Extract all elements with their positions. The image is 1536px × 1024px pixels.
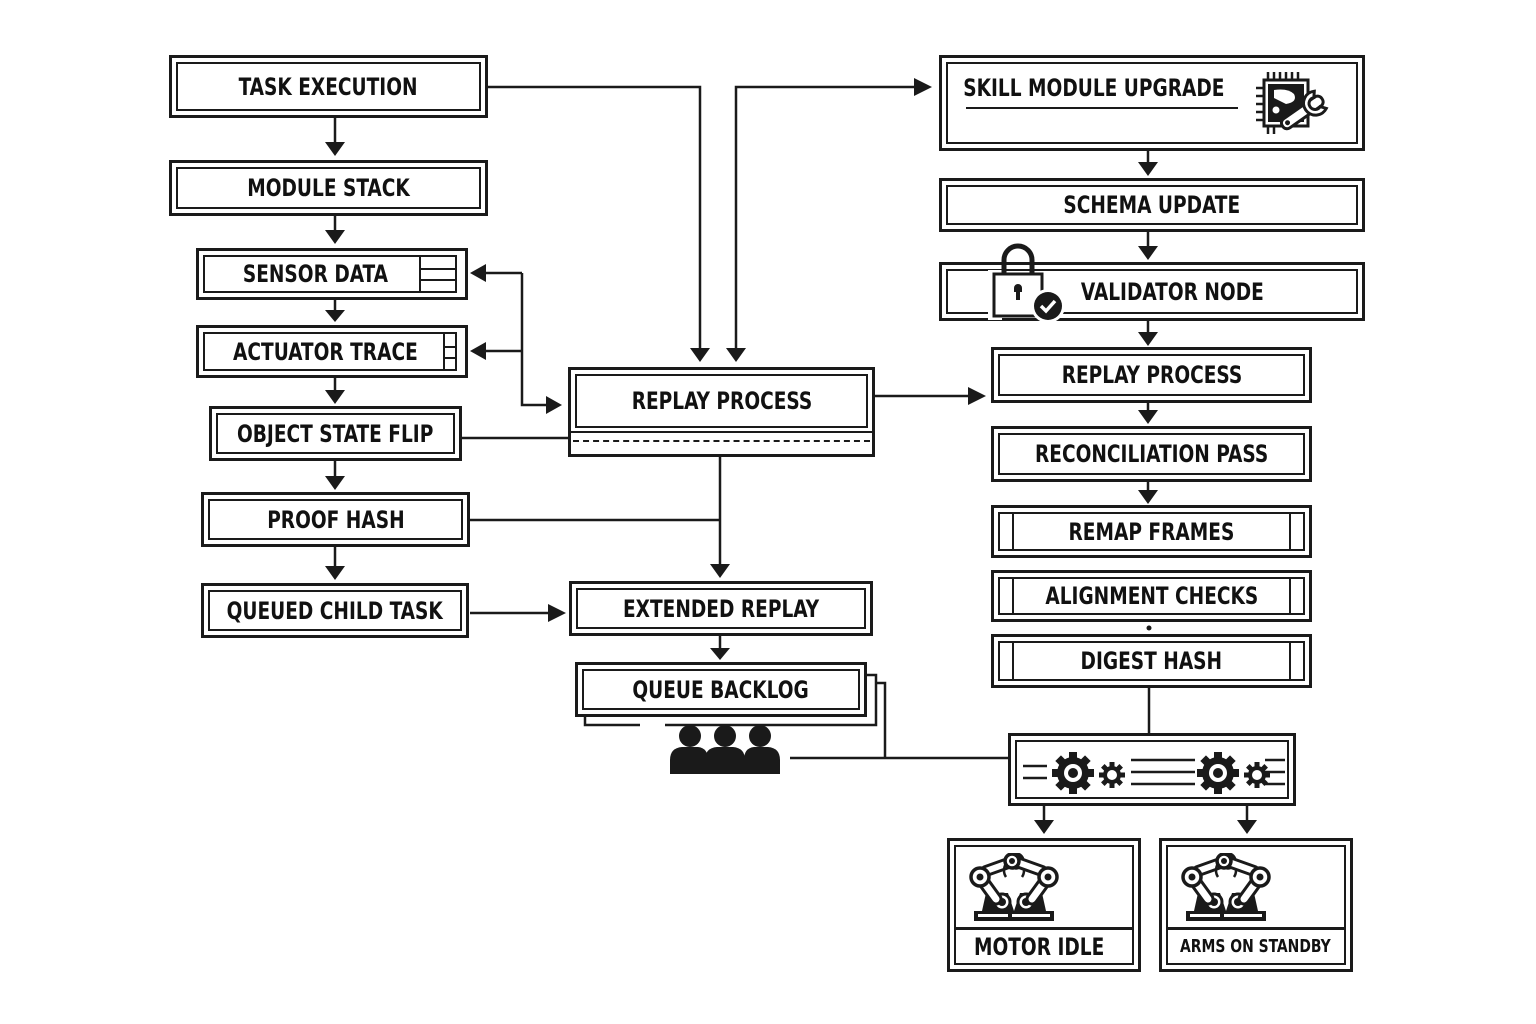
node-label: VALIDATOR NODE	[1080, 277, 1264, 306]
node-arms-on-standby[interactable]: ARMS ON STANDBY	[1159, 838, 1353, 972]
node-label: RECONCILIATION PASS	[1034, 440, 1269, 468]
title-underline	[966, 107, 1238, 109]
backlog-sheet	[876, 681, 887, 758]
arrowhead	[1237, 820, 1257, 834]
arrowhead	[1138, 162, 1158, 176]
node-label: PROOF HASH	[266, 505, 405, 534]
lock-check-icon	[988, 243, 1065, 323]
divider-line	[571, 431, 872, 433]
arrowhead	[1138, 490, 1158, 504]
node-label: ALIGNMENT CHECKS	[1045, 582, 1258, 610]
node-label: TASK EXECUTION	[239, 72, 418, 101]
node-label: ARMS ON STANDBY	[1180, 936, 1331, 957]
arrowhead	[914, 78, 932, 96]
arrowhead	[726, 348, 746, 362]
node-label: DIGEST HASH	[1080, 647, 1223, 675]
node-label: REPLAY PROCESS	[631, 387, 812, 415]
edge-bracket	[520, 273, 548, 407]
node-motor-idle[interactable]: MOTOR IDLE	[947, 838, 1141, 972]
robot-arms-icon	[1176, 853, 1346, 925]
dashed-divider	[573, 440, 870, 442]
node-label: EXTENDED REPLAY	[622, 594, 820, 623]
node-label: SCHEMA UPDATE	[1063, 191, 1241, 219]
arrowhead	[546, 396, 562, 414]
node-label: MOTOR IDLE	[974, 932, 1105, 961]
arrowhead	[968, 387, 986, 405]
robot-arms-icon	[969, 853, 1134, 925]
gears-icon	[1023, 752, 1285, 794]
node-alignment-checks[interactable]: ALIGNMENT CHECKS	[991, 570, 1312, 622]
arrowhead	[325, 476, 345, 490]
node-queue-backlog[interactable]: QUEUE BACKLOG	[575, 662, 867, 717]
arrowhead	[690, 348, 710, 362]
arrowhead	[710, 564, 730, 578]
node-sensor-data[interactable]: SENSOR DATA	[196, 248, 468, 300]
node-object-state-flip[interactable]: OBJECT STATE FLIP	[209, 406, 462, 461]
table-rows-icon	[419, 257, 455, 291]
edge-task-replay	[488, 85, 702, 352]
node-queued-child-task[interactable]: QUEUED CHILD TASK	[201, 583, 469, 638]
arrowhead	[325, 310, 345, 322]
node-reconciliation-pass[interactable]: RECONCILIATION PASS	[991, 426, 1312, 482]
node-label: REMAP FRAMES	[1068, 517, 1235, 546]
users-group-icon	[670, 725, 780, 774]
arrowhead	[325, 230, 345, 244]
node-label: MODULE STACK	[247, 174, 410, 202]
table-rows-icon	[443, 334, 455, 369]
arrowhead	[325, 566, 345, 580]
node-label: OBJECT STATE FLIP	[237, 419, 434, 448]
arrowhead	[1034, 820, 1054, 834]
node-label: REPLAY PROCESS	[1061, 361, 1242, 389]
node-proof-hash[interactable]: PROOF HASH	[201, 492, 470, 547]
connector-dot	[1146, 625, 1152, 631]
arrowhead	[470, 342, 486, 360]
node-replay-process-center[interactable]: REPLAY PROCESS	[568, 367, 875, 457]
node-extended-replay[interactable]: EXTENDED REPLAY	[569, 581, 873, 636]
node-digest-hash[interactable]: DIGEST HASH	[991, 634, 1312, 688]
arrowhead	[325, 390, 345, 404]
arrowhead	[1138, 332, 1158, 346]
node-label: SENSOR DATA	[242, 260, 388, 288]
arrowhead	[325, 142, 345, 156]
node-schema-update[interactable]: SCHEMA UPDATE	[939, 178, 1365, 232]
node-remap-frames[interactable]: REMAP FRAMES	[991, 505, 1312, 558]
node-task-execution[interactable]: TASK EXECUTION	[169, 55, 488, 118]
node-module-stack[interactable]: MODULE STACK	[169, 160, 488, 216]
arrowhead	[470, 264, 486, 282]
arrowhead	[1138, 410, 1158, 424]
chip-wrench-icon	[1256, 72, 1329, 134]
node-replay-process-right[interactable]: REPLAY PROCESS	[991, 347, 1312, 403]
edge-replay-skill	[734, 85, 918, 352]
node-actuator-trace[interactable]: ACTUATOR TRACE	[196, 325, 468, 378]
node-label: SKILL MODULE UPGRADE	[963, 74, 1225, 102]
node-label: QUEUED CHILD TASK	[226, 596, 444, 625]
node-skill-module-upgrade[interactable]: SKILL MODULE UPGRADE	[939, 55, 1365, 151]
arrowhead	[1138, 246, 1158, 260]
node-label: ACTUATOR TRACE	[232, 337, 418, 366]
node-label: QUEUE BACKLOG	[632, 675, 810, 704]
arrowhead	[548, 604, 566, 622]
node-gear-unit[interactable]	[1008, 733, 1296, 806]
arrowhead	[710, 648, 730, 660]
